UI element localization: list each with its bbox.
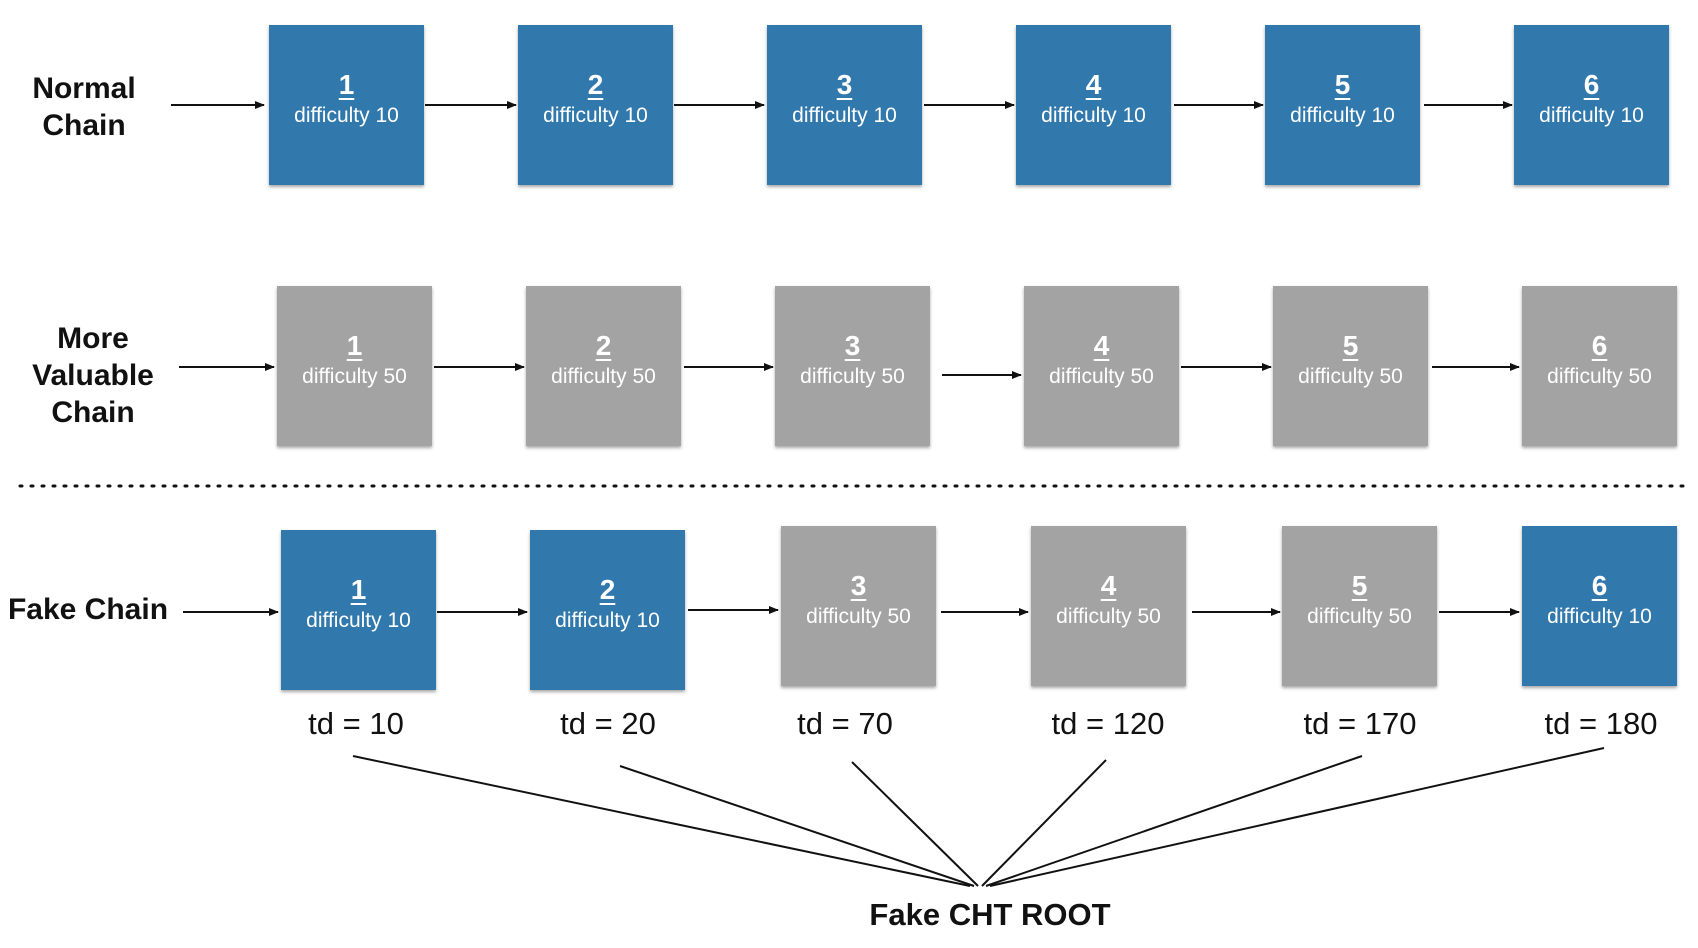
block-difficulty: difficulty 50 — [1547, 365, 1652, 388]
block-difficulty: difficulty 10 — [792, 104, 897, 127]
block-number: 2 — [595, 330, 612, 361]
td-label-3: td = 70 — [797, 706, 893, 741]
valuable-chain-block-1: 1 difficulty 50 — [277, 286, 432, 446]
block-difficulty: difficulty 10 — [294, 104, 399, 127]
block-difficulty: difficulty 50 — [806, 605, 911, 628]
block-number: 5 — [1351, 570, 1368, 601]
root-connector-5 — [985, 755, 1363, 887]
root-connector-1 — [352, 755, 971, 887]
block-number: 1 — [338, 69, 355, 100]
block-number: 6 — [1591, 570, 1608, 601]
valuable-chain-block-4: 4 difficulty 50 — [1024, 286, 1179, 446]
fake-chain-block-3: 3 difficulty 50 — [781, 526, 936, 686]
row-label-line: More — [57, 322, 129, 355]
block-difficulty: difficulty 10 — [543, 104, 648, 127]
valuable-chain-block-5: 5 difficulty 50 — [1273, 286, 1428, 446]
td-label-6: td = 180 — [1544, 706, 1658, 741]
td-label-2: td = 20 — [560, 706, 656, 741]
row-label-line: Normal — [32, 72, 136, 105]
row-label-more-valuable-chain: More Valuable Chain — [18, 320, 168, 431]
block-number: 5 — [1342, 330, 1359, 361]
block-difficulty: difficulty 50 — [1049, 365, 1154, 388]
fake-chain-block-5: 5 difficulty 50 — [1282, 526, 1437, 686]
root-connector-3 — [851, 761, 979, 887]
valuable-chain-block-3: 3 difficulty 50 — [775, 286, 930, 446]
block-difficulty: difficulty 10 — [1547, 605, 1652, 628]
normal-chain-block-2: 2 difficulty 10 — [518, 25, 673, 185]
block-difficulty: difficulty 10 — [555, 609, 660, 632]
valuable-chain-block-6: 6 difficulty 50 — [1522, 286, 1677, 446]
fake-cht-root-label: Fake CHT ROOT — [869, 897, 1111, 932]
block-number: 3 — [836, 69, 853, 100]
block-number: 3 — [850, 570, 867, 601]
block-number: 2 — [599, 574, 616, 605]
row-label-line: Valuable — [32, 359, 154, 392]
td-label-1: td = 10 — [308, 706, 404, 741]
block-difficulty: difficulty 50 — [1307, 605, 1412, 628]
fake-chain-block-4: 4 difficulty 50 — [1031, 526, 1186, 686]
normal-chain-block-4: 4 difficulty 10 — [1016, 25, 1171, 185]
row-label-line: Fake Chain — [7, 593, 169, 626]
normal-chain-block-3: 3 difficulty 10 — [767, 25, 922, 185]
fake-chain-block-2: 2 difficulty 10 — [530, 530, 685, 690]
row-label-normal-chain: Normal Chain — [18, 70, 150, 144]
row-label-line: Chain — [42, 109, 126, 142]
row-label-fake-chain: Fake Chain — [0, 591, 176, 628]
block-number: 5 — [1334, 69, 1351, 100]
block-number: 2 — [587, 69, 604, 100]
block-number: 4 — [1093, 330, 1110, 361]
block-difficulty: difficulty 10 — [1290, 104, 1395, 127]
block-difficulty: difficulty 50 — [1298, 365, 1403, 388]
block-number: 6 — [1591, 330, 1608, 361]
block-difficulty: difficulty 10 — [1539, 104, 1644, 127]
td-label-4: td = 120 — [1051, 706, 1165, 741]
block-number: 1 — [346, 330, 363, 361]
root-connector-6 — [989, 747, 1605, 887]
block-difficulty: difficulty 50 — [551, 365, 656, 388]
block-difficulty: difficulty 50 — [1056, 605, 1161, 628]
block-number: 1 — [350, 574, 367, 605]
block-difficulty: difficulty 50 — [800, 365, 905, 388]
fake-chain-block-1: 1 difficulty 10 — [281, 530, 436, 690]
normal-chain-block-1: 1 difficulty 10 — [269, 25, 424, 185]
block-number: 4 — [1100, 570, 1117, 601]
block-difficulty: difficulty 10 — [306, 609, 411, 632]
valuable-chain-block-2: 2 difficulty 50 — [526, 286, 681, 446]
row-label-line: Chain — [51, 396, 135, 429]
td-label-5: td = 170 — [1303, 706, 1417, 741]
block-number: 4 — [1085, 69, 1102, 100]
normal-chain-block-5: 5 difficulty 10 — [1265, 25, 1420, 185]
normal-chain-block-6: 6 difficulty 10 — [1514, 25, 1669, 185]
fake-chain-block-6: 6 difficulty 10 — [1522, 526, 1677, 686]
block-difficulty: difficulty 10 — [1041, 104, 1146, 127]
root-connector-4 — [981, 759, 1107, 887]
block-number: 3 — [844, 330, 861, 361]
block-number: 6 — [1583, 69, 1600, 100]
root-connector-2 — [619, 765, 975, 887]
block-difficulty: difficulty 50 — [302, 365, 407, 388]
